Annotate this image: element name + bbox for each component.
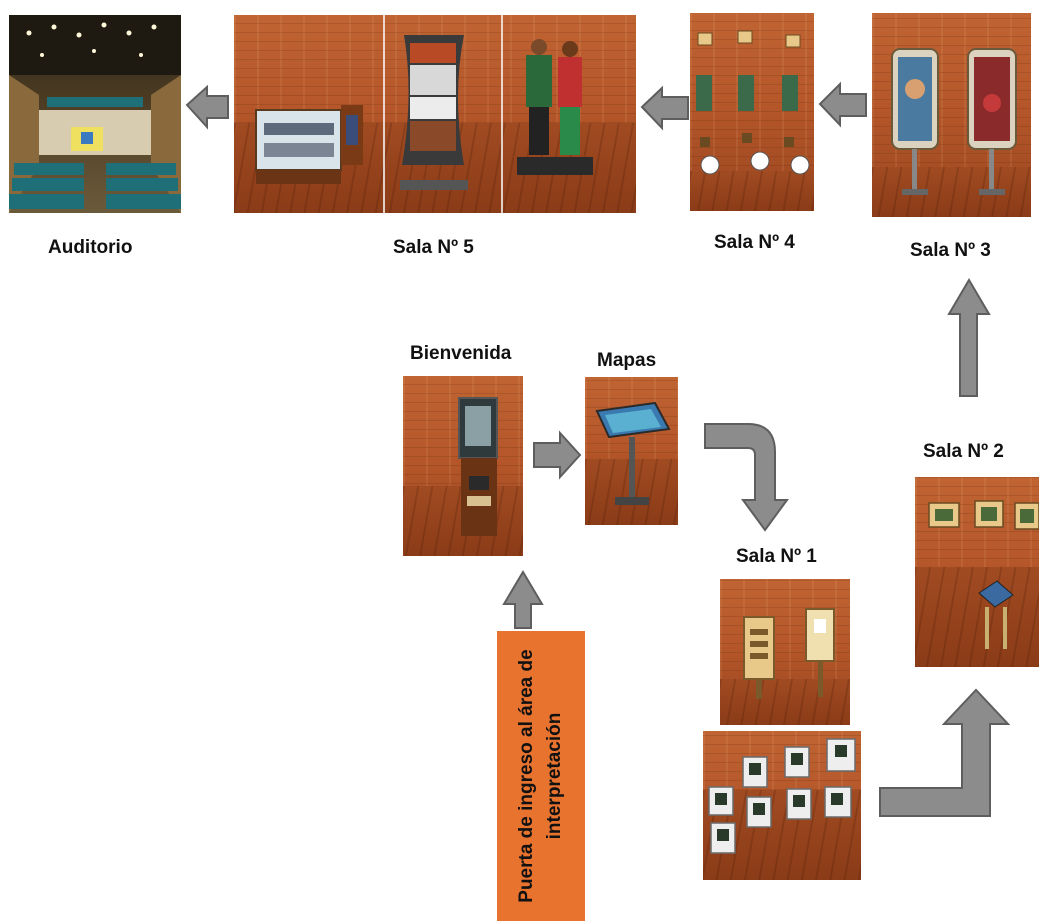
sala1-label: Sala Nº 1 [736,546,817,567]
entrance-box: Puerta de ingreso al área de interpretac… [497,631,585,921]
mapas-label: Mapas [597,350,657,371]
bienvenida-image [403,376,523,556]
sala1-top-image [720,579,850,725]
arrow-to-sala4 [818,81,867,128]
arrow-to-auditorio [185,84,229,130]
arrow-to-sala2 [879,688,1011,817]
auditorio-label: Auditorio [48,237,133,258]
arrow-to-bienvenida [502,570,544,629]
sala2-image [915,477,1039,667]
sala4-label: Sala Nº 4 [714,232,795,253]
arrow-to-sala3 [947,278,991,397]
sala5-label: Sala Nº 5 [393,237,474,258]
arrow-to-sala1 [704,423,789,532]
bienvenida-label: Bienvenida [410,343,512,364]
auditorio-image [9,15,181,213]
sala2-label: Sala Nº 2 [923,441,1004,462]
sala3-image [872,13,1031,217]
arrow-to-sala5 [640,85,689,131]
sala4-image [690,13,814,211]
mapas-image [585,377,678,525]
sala1-bottom-image [703,731,861,880]
arrow-to-mapas [533,430,582,480]
sala5-image [234,15,636,213]
entrance-label: Puerta de ingreso al área de interpretac… [516,649,565,903]
sala3-label: Sala Nº 3 [910,240,991,261]
